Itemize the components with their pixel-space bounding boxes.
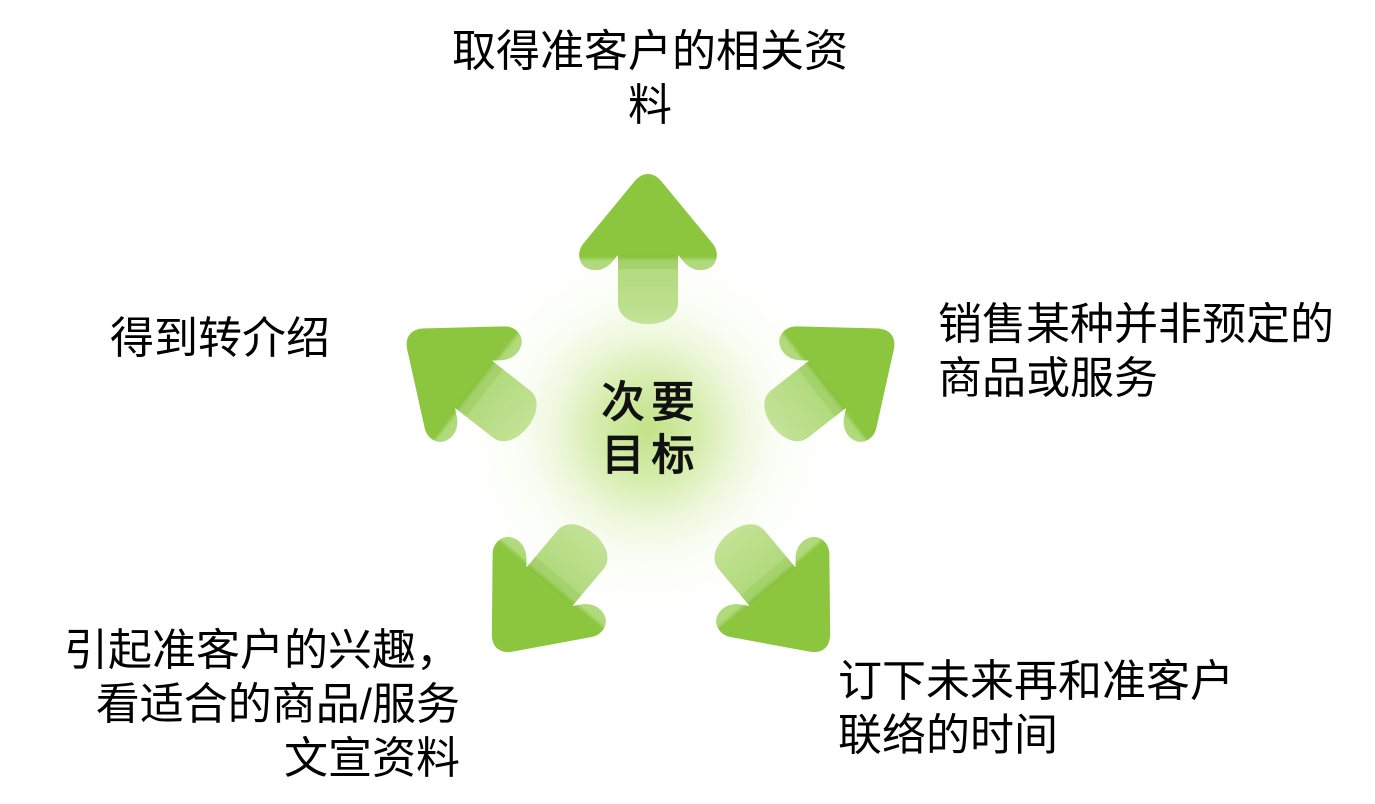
center-hub-line-1: 次要 (601, 379, 702, 427)
center-hub-label: 次要 目标 (468, 250, 828, 610)
node-label-lower-right: 订下未来再和准客户 联络的时间 (838, 657, 1234, 760)
center-hub-line-2: 目标 (601, 432, 702, 480)
node-label-lower-left: 引起准客户的兴趣， 看适合的商品/服务 文宣资料 (64, 626, 460, 783)
node-label-upper-right: 销售某种并非预定的 商品或服务 (938, 300, 1334, 403)
arrow-down-right (668, 483, 886, 702)
arrow-down-left (436, 483, 654, 702)
node-label-top: 取得准客户的相关资 料 (452, 27, 848, 130)
arrow-up-right (724, 272, 942, 489)
arrow-up-top (573, 168, 723, 328)
arrow-up-left (359, 272, 577, 489)
node-label-upper-left: 得到转介绍 (110, 314, 330, 363)
